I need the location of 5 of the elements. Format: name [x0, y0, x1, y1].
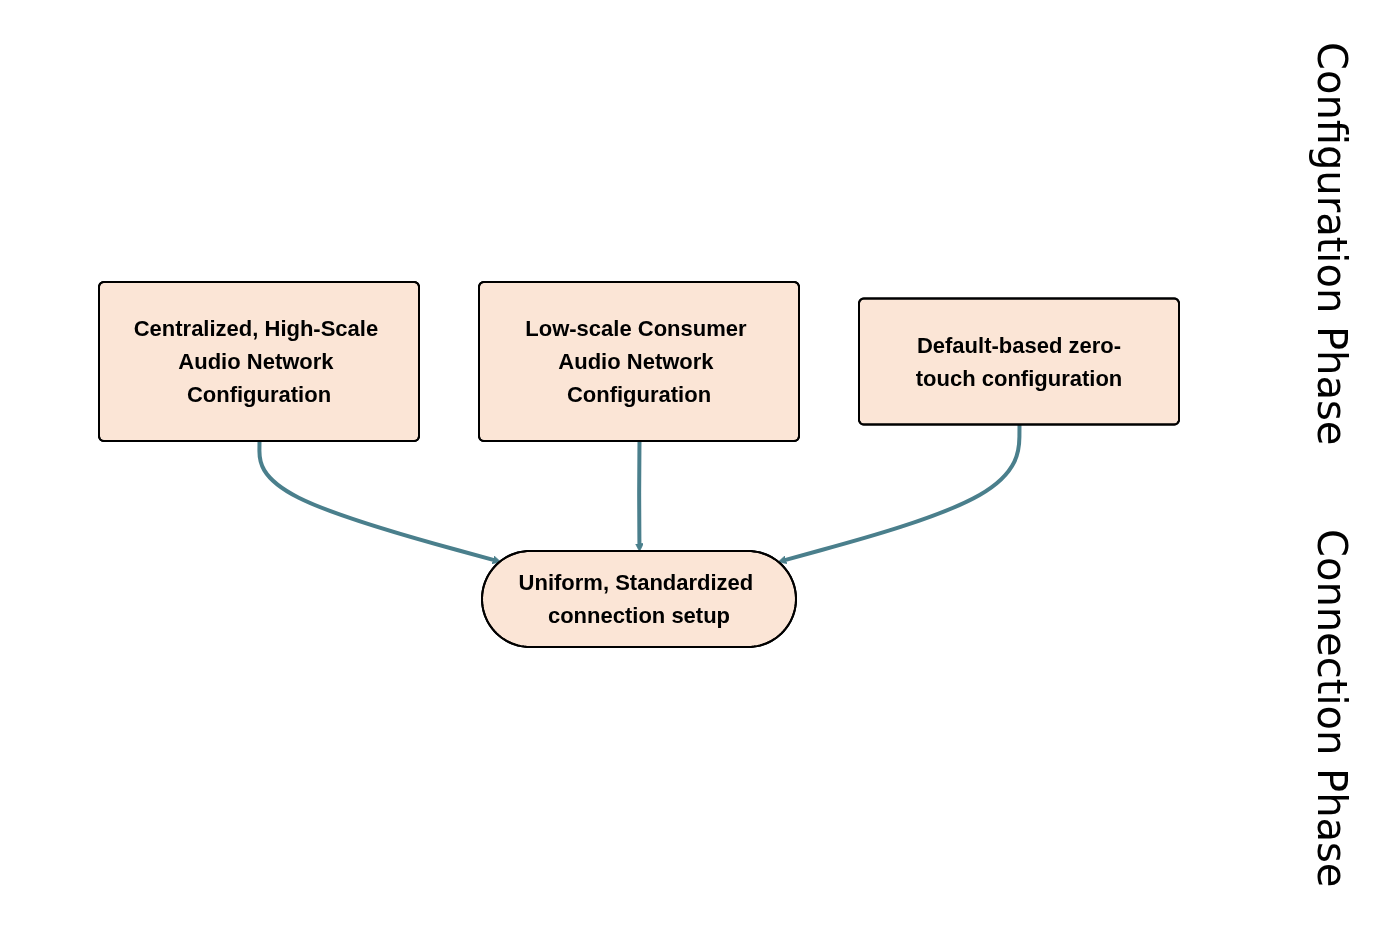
phase-label: Configuration Phase	[1309, 41, 1355, 446]
phase-label: Connection Phase	[1309, 528, 1355, 888]
arrow	[634, 441, 644, 552]
arrow	[256, 441, 501, 565]
arrow	[777, 425, 1021, 565]
